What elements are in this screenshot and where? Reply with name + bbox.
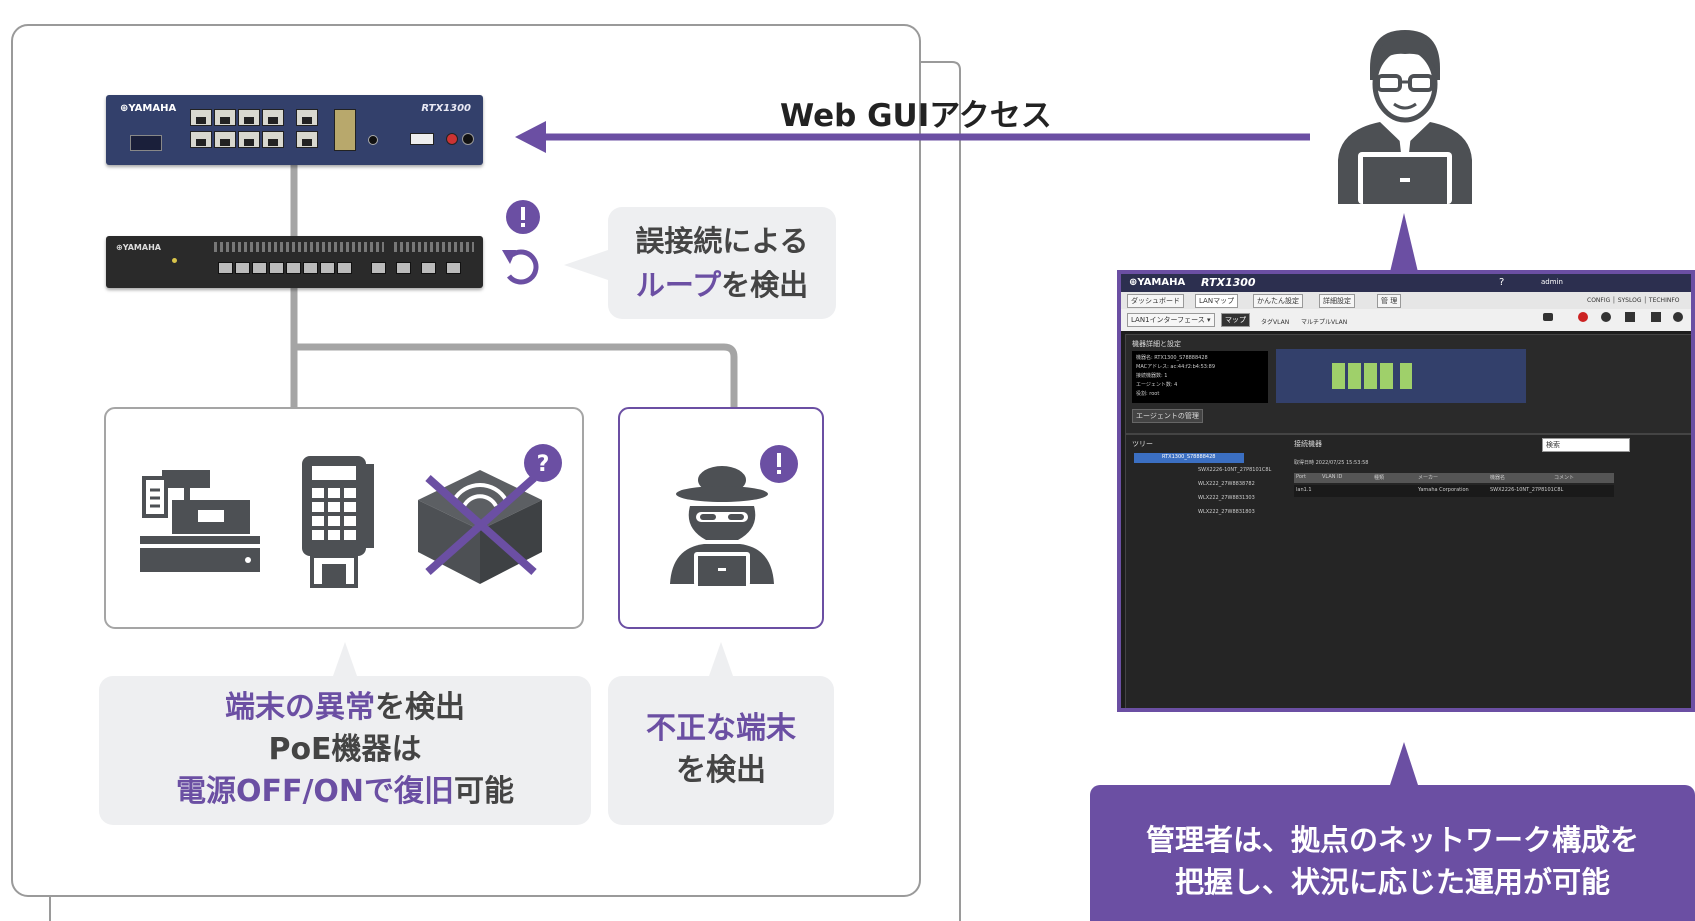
router-device: ⊕YAMAHA RTX1300	[106, 95, 483, 165]
terminal-highlight: 端末の異常	[225, 690, 375, 725]
save-icon[interactable]	[1651, 312, 1661, 322]
device-info-box: 機器名: RTX1300_S78888428 MACアドレス: ac:44:f2…	[1132, 351, 1268, 403]
wireless-box-icon: ?	[418, 444, 562, 584]
gui-header: ⊕YAMAHA RTX1300 ? admin	[1121, 274, 1691, 292]
device-panel: 機器詳細と設定 機器名: RTX1300_S78888428 MACアドレス: …	[1125, 334, 1691, 434]
terminal-anomaly-bubble: 端末の異常を検出 PoE機器は 電源OFF/ONで復旧可能	[99, 676, 591, 825]
svg-text:?: ?	[537, 452, 550, 477]
list-icon[interactable]	[1625, 312, 1635, 322]
rogue-terminal-bubble: 不正な端末 を検出	[608, 676, 834, 825]
gui-toolbar: LAN1インターフェース ▾ マップ タグVLAN マルチプルVLAN	[1121, 309, 1691, 331]
info-icon[interactable]	[1601, 312, 1611, 322]
gui-tabbar: ダッシュボード LANマップ かんたん設定 詳細設定 管 理 CONFIG │ …	[1121, 292, 1691, 309]
interface-select[interactable]: LAN1インターフェース ▾	[1127, 313, 1215, 327]
terminal-rest: を検出	[375, 690, 465, 725]
tree-node-switch[interactable]: SWX2226-10NT_27P8101C8L	[1198, 467, 1272, 473]
view-tab-tagvlan[interactable]: タグVLAN	[1261, 319, 1290, 326]
web-gui-screenshot: ⊕YAMAHA RTX1300 ? admin ダッシュボード LANマップ か…	[1117, 270, 1695, 712]
updated-time: 取得日時 2022/07/25 15:53:58	[1294, 460, 1369, 466]
router-model: RTX1300	[421, 103, 471, 114]
terminal-recovery-rest: 可能	[454, 774, 515, 809]
rogue-line2: を検出	[676, 753, 766, 788]
admin-line2: 把握し、状況に応じた運用が可能	[1174, 865, 1610, 899]
view-tab-multivlan[interactable]: マルチプルVLAN	[1301, 319, 1348, 326]
user-name[interactable]: admin	[1541, 278, 1563, 286]
router-brand: ⊕YAMAHA	[120, 103, 177, 114]
connected-label: 接続機器	[1294, 440, 1322, 448]
device-info-count: 接続機器数: 1	[1136, 373, 1168, 379]
search-input[interactable]: 検索	[1542, 438, 1630, 452]
payment-terminal-icon	[302, 456, 374, 588]
tab-advanced[interactable]: 詳細設定	[1319, 294, 1355, 308]
admin-line1: 管理者は、拠点のネットワーク構成を	[1145, 823, 1639, 857]
right-links[interactable]: CONFIG │ SYSLOG │ TECHINFO	[1587, 297, 1680, 304]
alert-icon	[506, 200, 540, 234]
switch-device: ⊕YAMAHA	[106, 236, 483, 288]
help-icon[interactable]: ?	[1499, 277, 1505, 288]
tab-easy-setup[interactable]: かんたん設定	[1253, 294, 1303, 308]
loop-highlight: ループ	[635, 268, 722, 302]
switch-brand: ⊕YAMAHA	[116, 243, 161, 252]
terminal-line2: PoE機器は	[268, 732, 422, 767]
settings-icon[interactable]	[1673, 312, 1683, 322]
tab-manage[interactable]: 管 理	[1377, 294, 1402, 308]
admin-description-box: 管理者は、拠点のネットワーク構成を 把握し、状況に応じた運用が可能	[1090, 785, 1695, 921]
device-info-role: 役割: root	[1136, 391, 1160, 397]
error-icon[interactable]	[1578, 312, 1588, 322]
loop-detection-bubble: 誤接続による ループを検出	[608, 207, 836, 319]
tree-root-node[interactable]: RTX1300_S78888428	[1134, 453, 1244, 463]
agent-manage-button[interactable]: エージェントの管理	[1132, 409, 1203, 423]
gui-model: RTX1300	[1201, 276, 1256, 289]
loop-rest: を検出	[721, 268, 809, 302]
web-gui-access-label: Web GUIアクセス	[780, 98, 1052, 134]
tree-panel: ツリー 接続機器 検索 RTX1300_S78888428 SWX2226-10…	[1125, 434, 1691, 708]
loop-bubble-line1: 誤接続による	[635, 224, 809, 258]
connected-table-row[interactable]: lan1.1 Yamaha Corporation SWX2226-10NT_2…	[1294, 485, 1614, 497]
rogue-highlight: 不正な端末	[646, 711, 796, 746]
tree-node-ap2[interactable]: WLX222_27W8831303	[1198, 495, 1255, 501]
tree-label: ツリー	[1132, 440, 1153, 448]
tab-dashboard[interactable]: ダッシュボード	[1127, 294, 1184, 308]
admin-user-icon	[1338, 30, 1472, 204]
device-section-title: 機器詳細と設定	[1132, 340, 1181, 348]
tree-node-ap1[interactable]: WLX222_27W8838782	[1198, 481, 1255, 487]
connected-table-header: Port VLAN ID 種類 メーカー 機器名 コメント	[1294, 473, 1614, 483]
cash-register-icon	[140, 470, 260, 572]
device-info-name: 機器名: RTX1300_S78888428	[1136, 355, 1208, 361]
hacker-icon	[670, 445, 798, 586]
router-image	[1276, 349, 1526, 403]
device-info-mac: MACアドレス: ac:44:f2:b4:53:89	[1136, 364, 1216, 370]
gui-brand: ⊕YAMAHA	[1129, 277, 1186, 288]
device-info-agents: エージェント数: 4	[1136, 382, 1178, 388]
camera-icon[interactable]	[1543, 313, 1553, 321]
loop-icon	[502, 249, 539, 285]
tab-lan-map[interactable]: LANマップ	[1195, 294, 1239, 308]
tree-node-ap3[interactable]: WLX222_27W8831803	[1198, 509, 1255, 515]
view-tab-map[interactable]: マップ	[1221, 313, 1250, 327]
terminal-recovery-highlight: 電源OFF/ONで復旧	[175, 774, 455, 809]
